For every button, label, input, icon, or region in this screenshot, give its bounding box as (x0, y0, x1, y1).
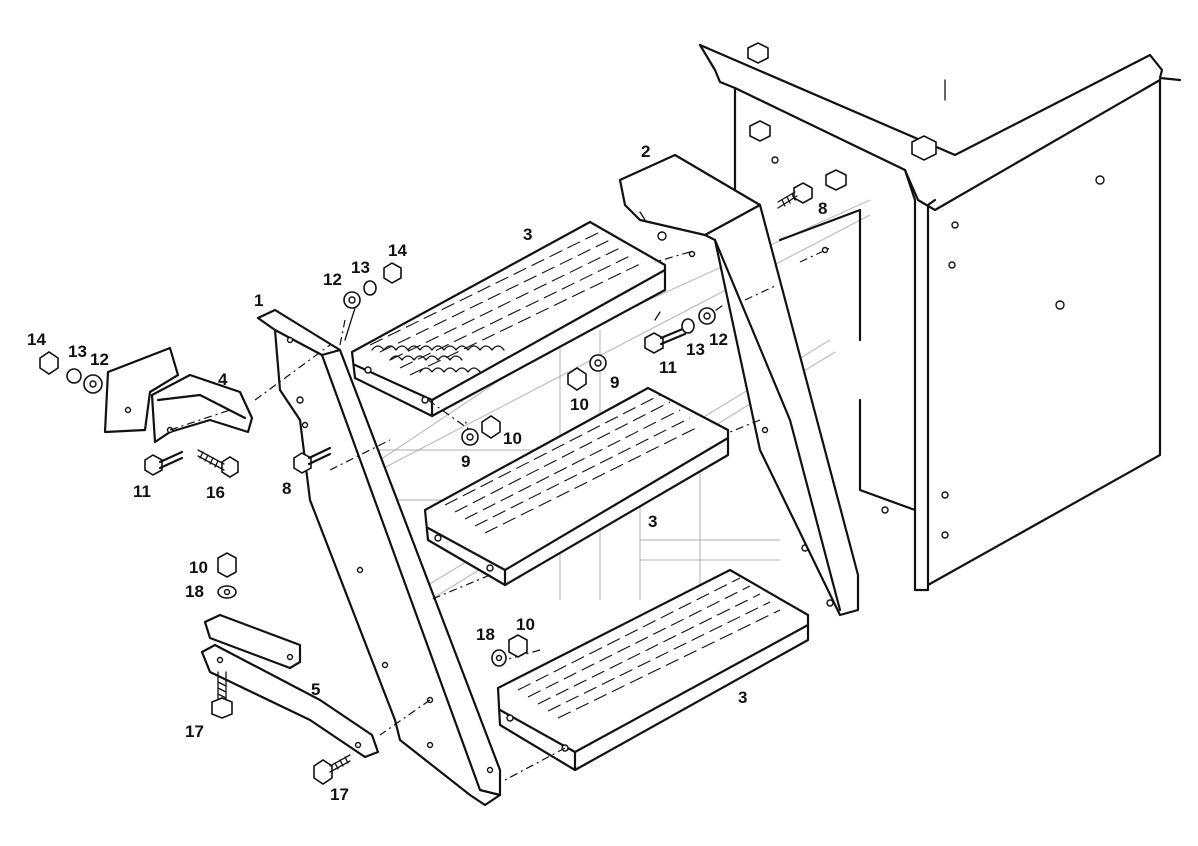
clamp-part-5 (200, 613, 380, 759)
step-part-3-middle (423, 386, 730, 587)
bolt-11-right-icon (644, 326, 687, 354)
bolt-16-icon (197, 449, 239, 478)
nut-10-a-icon (567, 367, 587, 391)
bolt-8-right-icon (777, 182, 813, 209)
callout-10-d: 10 (516, 615, 535, 634)
callout-10-b: 10 (503, 429, 522, 448)
nut-10-b-icon (481, 415, 501, 439)
lock-washer-13-top-icon (363, 280, 377, 296)
left-frame-part-1 (256, 308, 502, 807)
callout-8-right: 8 (818, 199, 827, 218)
step-part-3-bottom (496, 568, 810, 772)
assembly-lines (254, 247, 831, 781)
callout-9-a: 9 (610, 373, 619, 392)
callout-14-left: 14 (27, 330, 46, 349)
callout-13-top: 13 (351, 258, 370, 277)
lock-washer-13-left-icon (66, 368, 82, 384)
nut-10-c-icon (217, 552, 237, 578)
callout-2: 2 (641, 142, 650, 161)
callout-14-top: 14 (388, 241, 407, 260)
callout-3-middle: 3 (648, 512, 657, 531)
cab-bolt-icon (747, 42, 937, 191)
step-part-3-top (350, 220, 667, 418)
bolt-17-vertical-icon (211, 671, 233, 719)
bracket-part-4 (103, 346, 254, 444)
callout-10-c: 10 (189, 558, 208, 577)
nut-14-left-icon (39, 351, 59, 375)
callout-3-bottom: 3 (738, 688, 747, 707)
lock-washer-13-right-icon (681, 318, 695, 334)
callout-11-left: 11 (133, 482, 151, 501)
callout-1: 1 (254, 291, 263, 310)
right-frame-part-2 (618, 153, 860, 617)
coil-spring-icon (371, 345, 505, 373)
callout-13-right: 13 (686, 340, 705, 359)
bolt-11-left-icon (144, 450, 184, 476)
bolt-8-left-icon (293, 446, 332, 474)
callout-11-right: 11 (659, 358, 677, 377)
fasteners (39, 182, 813, 785)
cab-holes (771, 156, 1105, 552)
callout-17-vertical: 17 (185, 722, 204, 741)
callout-16: 16 (206, 483, 225, 502)
callout-12-right: 12 (709, 330, 728, 349)
callout-17-bottom: 17 (330, 785, 349, 804)
nut-14-top-icon (383, 262, 402, 284)
callout-12-top: 12 (323, 270, 342, 289)
nut-10-d-icon (508, 634, 528, 658)
callout-9-b: 9 (461, 452, 470, 471)
leader-lines (344, 307, 661, 341)
callout-8-left: 8 (282, 479, 291, 498)
callout-5: 5 (311, 680, 320, 699)
callout-labels: 1 2 3 3 3 4 5 8 8 9 9 10 10 10 10 11 11 … (27, 142, 827, 804)
callout-12-left: 12 (90, 350, 109, 369)
callout-18-a: 18 (185, 582, 204, 601)
callout-4: 4 (218, 370, 228, 389)
callout-10-a: 10 (570, 395, 589, 414)
callout-18-b: 18 (476, 625, 495, 644)
bolt-17-bottom-icon (313, 754, 351, 785)
callout-3-top: 3 (523, 225, 532, 244)
callout-13-left: 13 (68, 342, 87, 361)
